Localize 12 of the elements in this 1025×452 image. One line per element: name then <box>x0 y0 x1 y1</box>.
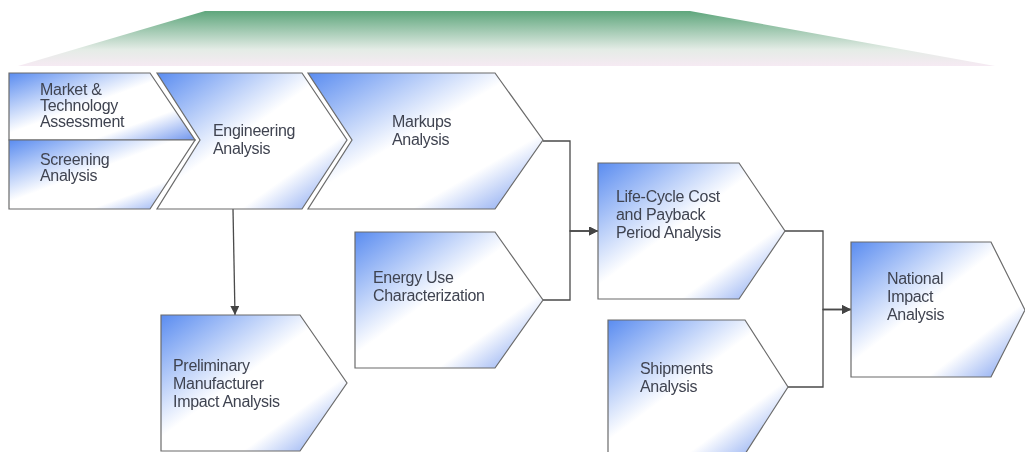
step-label: Energy Use Characterization <box>373 269 486 305</box>
step-label: Engineering Analysis <box>213 122 297 158</box>
step-label: Market & Technology Assessment <box>40 82 126 130</box>
step-label: National Impact Analysis <box>887 270 946 324</box>
step-label: Shipments Analysis <box>640 360 714 396</box>
step-label: Preliminary Manufacturer Impact Analysis <box>173 357 281 411</box>
connector-arrow <box>787 305 852 388</box>
step-label: Markups Analysis <box>392 113 453 149</box>
step-label: Life-Cycle Cost and Payback Period Analysis <box>616 188 722 242</box>
step-label: Screening Analysis <box>40 152 111 184</box>
connector-arrow <box>542 226 599 301</box>
connector-arrow <box>230 208 240 316</box>
